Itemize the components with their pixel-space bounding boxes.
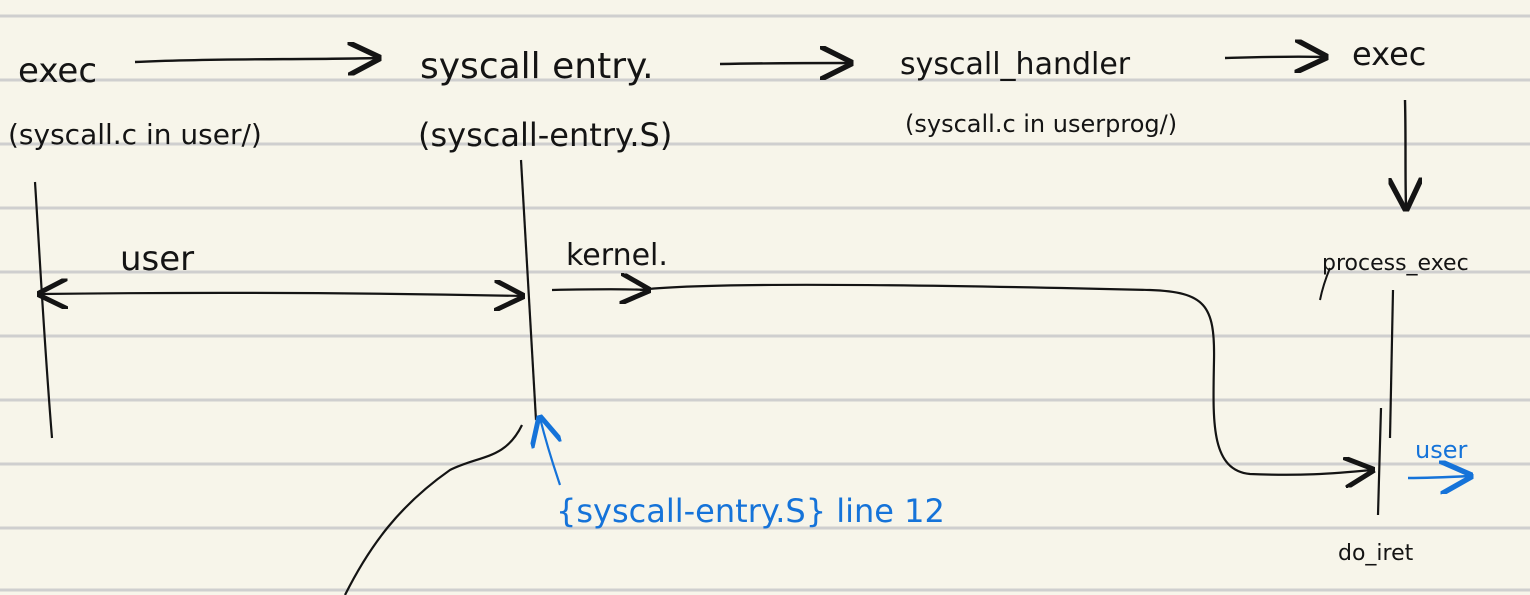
user-return-label: user (1415, 436, 1467, 464)
exec-kernel-label: exec (1352, 35, 1426, 73)
syscall-handler-label: syscall_handler (900, 47, 1131, 82)
process-exec-line (1388, 289, 1395, 439)
ruled-lines (0, 14, 1530, 592)
exec-user-sublabel: (syscall.c in user/) (8, 118, 262, 151)
bottom-left-curve (344, 424, 523, 595)
top-arrows (134, 57, 1406, 208)
kernel-region-label: kernel. (566, 238, 668, 273)
syscall-entry-label: syscall entry. (420, 46, 654, 87)
do-iret-boundary (1376, 407, 1383, 516)
arrow-exec-to-entry (134, 58, 378, 62)
annotation-label: {syscall-entry.S} line 12 (556, 492, 945, 530)
kernel-entry-arrow (551, 289, 648, 290)
user-region-arrow (40, 293, 522, 296)
syscall-entry-boundary (519, 159, 538, 421)
arrow-entry-to-handler (719, 63, 850, 64)
process-exec-label: process_exec (1322, 251, 1469, 276)
annotation-pointer-arrow (540, 418, 560, 486)
syscall-handler-sublabel: (syscall.c in userprog/) (905, 110, 1177, 138)
syscall-entry-sublabel: (syscall-entry.S) (418, 116, 672, 154)
do-iret-label: do_iret (1338, 541, 1414, 566)
arrow-handler-to-exec (1224, 57, 1325, 58)
kernel-path-arrow (639, 283, 1372, 475)
user-return-arrow (1407, 476, 1470, 478)
process-exec-tail (1319, 267, 1331, 301)
exec-user-label: exec (18, 51, 97, 91)
user-region-label: user (120, 239, 194, 279)
arrow-exec-to-process-exec (1405, 99, 1406, 208)
